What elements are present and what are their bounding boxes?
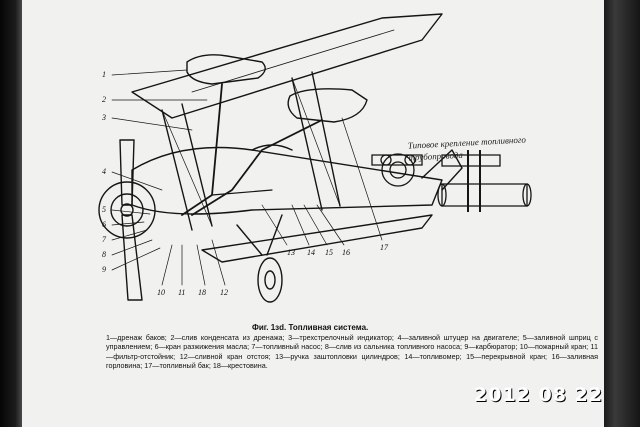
scan-left-edge <box>0 0 22 427</box>
callout-11: 11 <box>178 288 186 297</box>
fuel-tank-right <box>287 88 368 123</box>
callout-10: 10 <box>157 288 165 297</box>
callout-17: 17 <box>380 243 388 252</box>
callout-14: 14 <box>307 248 315 257</box>
engine-cowling <box>98 181 156 239</box>
document-page: 1 2 3 4 5 6 7 8 9 10 11 18 12 13 14 15 1… <box>22 0 604 427</box>
callout-12: 12 <box>220 288 228 297</box>
callout-16: 16 <box>342 248 350 257</box>
callout-8: 8 <box>102 250 106 259</box>
callout-5: 5 <box>102 205 106 214</box>
callout-13: 13 <box>287 248 295 257</box>
callout-15: 15 <box>325 248 333 257</box>
upper-wing <box>131 13 443 119</box>
callout-2: 2 <box>102 95 106 104</box>
figure-legend: 1—дренаж баков; 2—слив конденсата из дре… <box>106 333 598 371</box>
propeller-blade-upper <box>119 139 135 206</box>
figure-caption-title: Фиг. 1зd. Топливная система. <box>252 323 369 332</box>
callout-4: 4 <box>102 167 106 176</box>
callout-9: 9 <box>102 265 106 274</box>
date-stamp: 2012 08 22 <box>474 384 603 406</box>
callout-6: 6 <box>102 220 106 229</box>
lower-wing <box>201 214 433 263</box>
callout-3: 3 <box>102 113 106 122</box>
scan-right-edge <box>604 0 640 427</box>
clamp-detail-left <box>381 153 415 187</box>
landing-wheel <box>257 257 283 303</box>
fuselage <box>131 146 443 215</box>
callout-7: 7 <box>102 235 106 244</box>
callout-1: 1 <box>102 70 106 79</box>
propeller-blade-lower <box>121 214 143 301</box>
fuel-tank-left <box>186 54 266 85</box>
fuel-system-diagram <box>98 13 532 303</box>
callout-18: 18 <box>198 288 206 297</box>
